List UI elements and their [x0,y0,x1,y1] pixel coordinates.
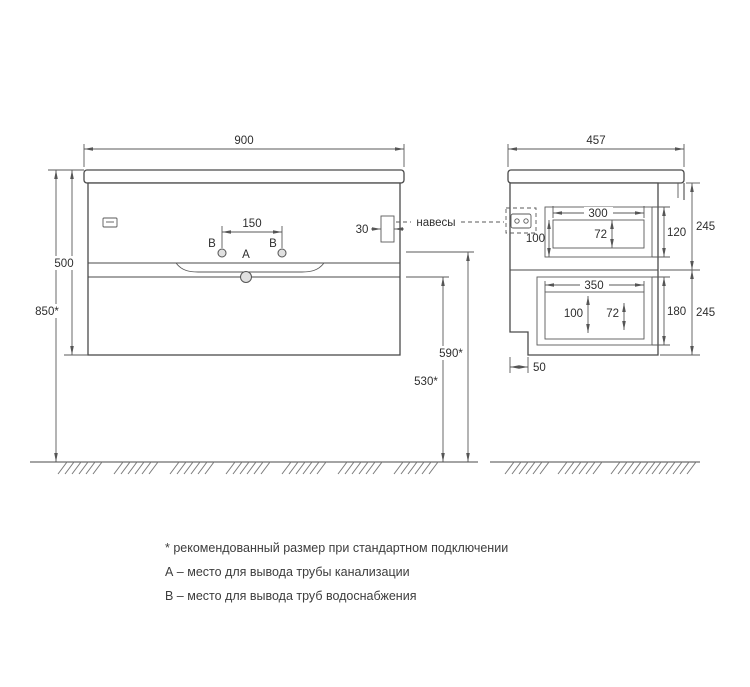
outlet-spacing-label: 150 [242,218,261,230]
dim-skirting-recess: 50 [509,357,546,374]
hanger-screw-right [523,218,529,224]
hanger-offset-label: 30 [356,224,369,236]
hangers-callout: 30 навесы [356,217,504,236]
hanger-screw-left [514,218,520,224]
lower-inner-depth-label: 350 [584,280,603,292]
upper-clearance-label: 100 [526,233,545,245]
upper-drawer-inner [552,219,645,249]
upper-inner-depth-label: 300 [588,208,607,220]
point-b-right-label: B [269,238,277,250]
drain-outlet-circle [240,271,252,283]
note-point-b: В – место для вывода труб водоснабжения [165,589,416,603]
lower-clearance-label: 100 [564,308,583,320]
brand-sticker [102,217,118,228]
water-outlet-right-circle [277,248,287,258]
ground-hatching [57,461,697,475]
ground [30,461,700,475]
dim-outlets: 150 B B A [208,218,283,261]
point-a-label: A [242,249,250,261]
note-point-a: А – место для вывода трубы канализации [165,565,410,579]
note-recommended-size: * рекомендованный размер при стандартном… [165,541,508,555]
dim-front-heights: 500 850* [30,169,88,462]
front-view [83,169,405,356]
front-cabinet-body [87,182,401,356]
front-body-height-label: 500 [54,258,73,270]
side-depth-label: 457 [586,135,605,147]
point-b-left-label: B [208,238,216,250]
upper-front-height-label: 120 [667,227,686,239]
side-countertop [507,169,685,184]
lower-drawer-outer [536,276,653,346]
upper-section-height-label: 245 [696,221,715,233]
handle-groove [175,262,325,273]
lower-front-height-label: 180 [667,306,686,318]
notes: * рекомендованный размер при стандартном… [165,541,508,603]
front-mounting-height-label: 850* [35,306,59,318]
skirting-recess-label: 50 [533,362,546,374]
water-outlet-left-circle [217,248,227,258]
lower-inner-height-label: 72 [606,308,619,320]
side-view [505,169,685,356]
water-outlet-height-label: 590* [439,348,463,360]
drain-outlet-height-label: 530* [414,376,438,388]
hanger-bracket [510,213,532,229]
lower-section-height-label: 245 [696,307,715,319]
dim-lower-drawer: 350 100 72 180 245 [544,270,715,356]
side-cabinet-body [509,182,659,356]
front-countertop [83,169,405,184]
front-width-label: 900 [234,135,253,147]
hanger-callout-box [505,207,537,234]
dim-side-depth: 457 [507,135,685,167]
hangers-label: навесы [416,217,455,229]
dim-connection-heights: 590* 530* [406,251,474,462]
upper-inner-height-label: 72 [594,229,607,241]
lower-drawer-inner [544,291,645,340]
dim-front-width: 900 [83,135,405,167]
dim-upper-drawer: 300 72 100 120 245 [526,182,715,271]
